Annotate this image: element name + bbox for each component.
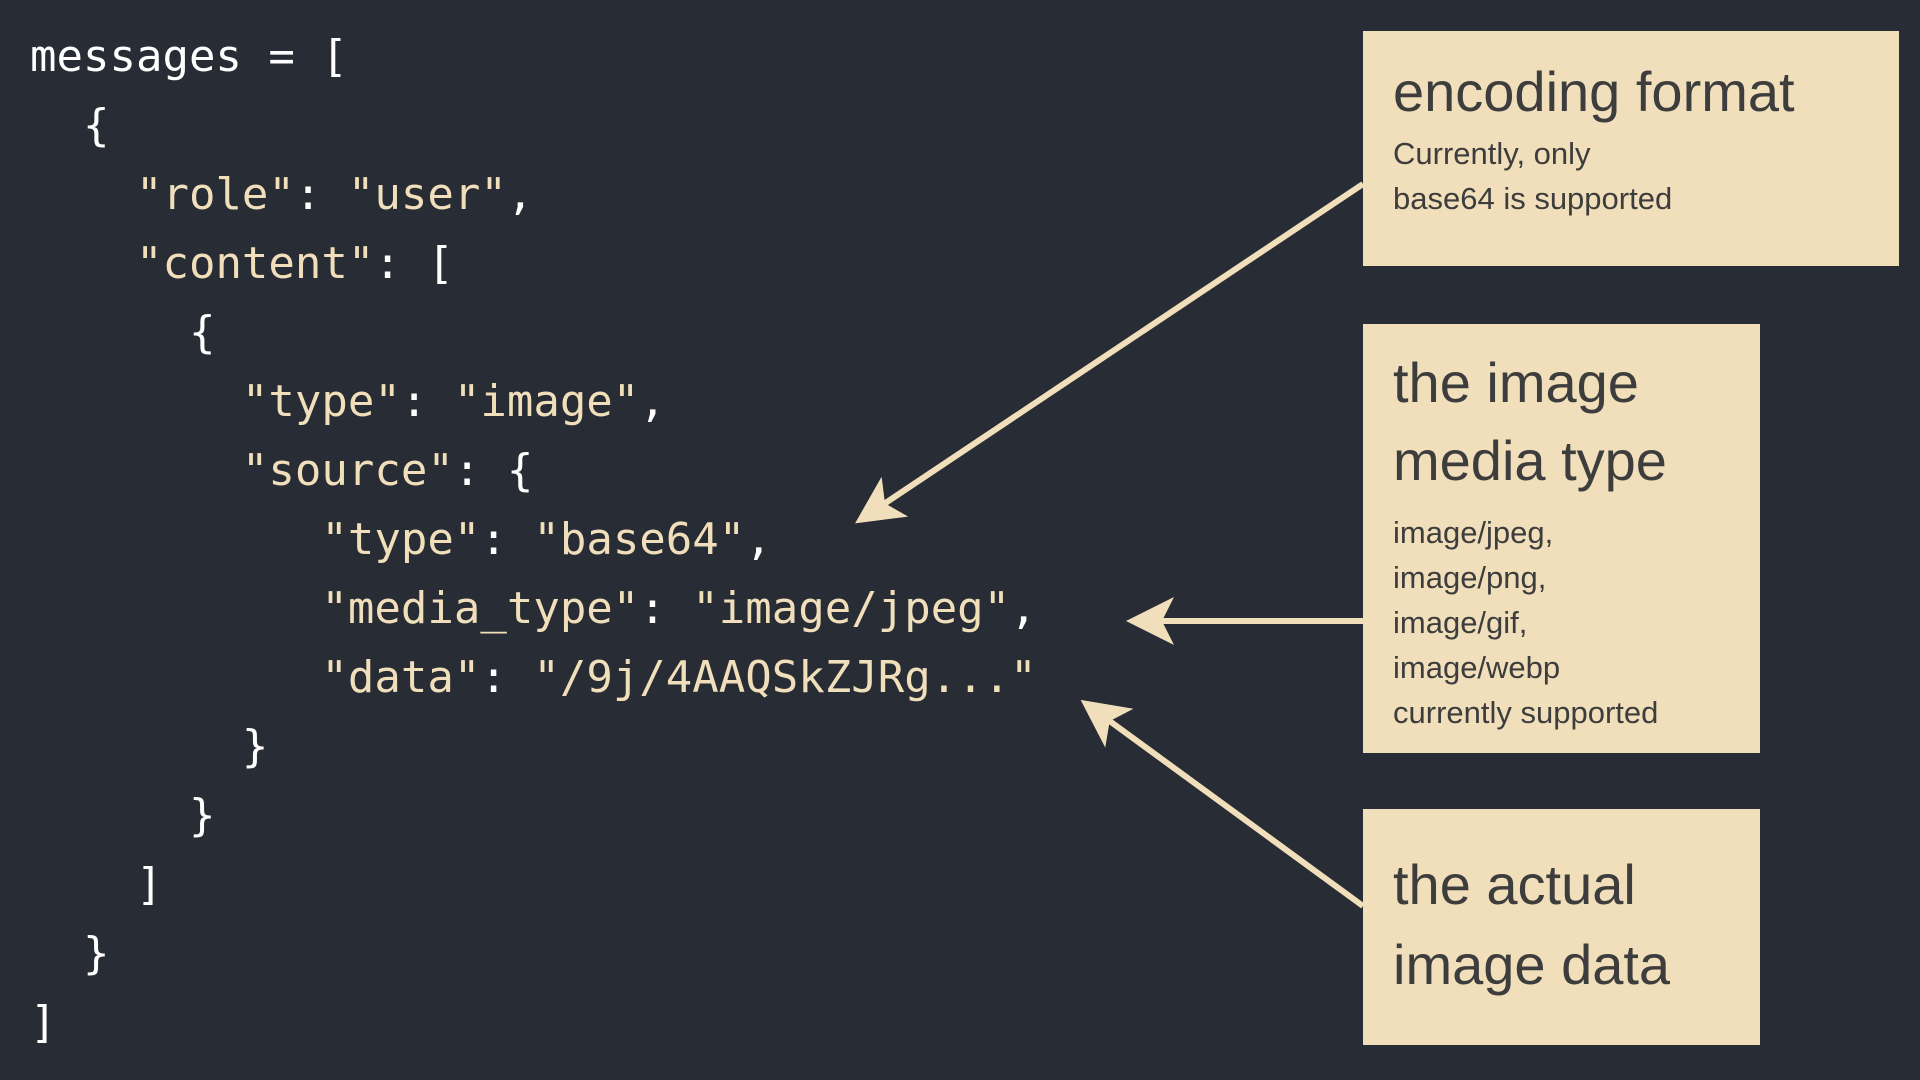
code-line: "source": {: [30, 436, 1037, 505]
arrow-image-data: [1080, 699, 1365, 909]
code-line: ]: [30, 988, 1037, 1057]
code-token: messages = [: [30, 31, 348, 82]
annotation-title: the image: [1393, 351, 1639, 414]
annotation-desc: currently supported: [1393, 695, 1659, 730]
code-token: ,: [506, 169, 534, 220]
code-line: "content": [: [30, 229, 1037, 298]
code-line: }: [30, 781, 1037, 850]
code-line: "type": "image",: [30, 367, 1037, 436]
code-token: :: [639, 583, 693, 634]
annotation-desc: image/gif,: [1393, 605, 1528, 640]
code-token: ]: [30, 859, 163, 910]
code-token: }: [30, 928, 110, 979]
code-string-token: "data": [321, 652, 481, 703]
annotation-desc: base64 is supported: [1393, 181, 1673, 216]
code-string-token: "user": [347, 169, 507, 220]
annotation-desc: Currently, only: [1393, 136, 1591, 171]
code-string-token: "role": [135, 169, 295, 220]
code-token: }: [30, 721, 269, 772]
annotation-title: image data: [1393, 933, 1671, 996]
annotation-title: media type: [1393, 429, 1667, 492]
code-token: :: [400, 376, 454, 427]
code-line: "data": "/9j/4AAQSkZJRg...": [30, 643, 1037, 712]
code-token: ]: [30, 997, 57, 1048]
code-string-token: "type": [321, 514, 481, 565]
code-line: "role": "user",: [30, 160, 1037, 229]
code-string-token: "base64": [533, 514, 746, 565]
annotation-media-type: the image media type image/jpeg, image/p…: [1363, 324, 1760, 753]
annotation-title: encoding format: [1393, 60, 1795, 123]
code-string-token: "/9j/4AAQSkZJRg...": [533, 652, 1037, 703]
code-line: messages = [: [30, 22, 1037, 91]
code-line: "media_type": "image/jpeg",: [30, 574, 1037, 643]
code-token: : {: [453, 445, 534, 496]
code-token: :: [480, 514, 534, 565]
annotation-desc: image/webp: [1393, 650, 1561, 685]
code-line: }: [30, 919, 1037, 988]
code-block: messages = [ { "role": "user", "content"…: [30, 22, 1037, 1057]
code-line: "type": "base64",: [30, 505, 1037, 574]
code-token: ,: [1010, 583, 1037, 634]
annotation-title: the actual: [1393, 853, 1636, 916]
code-line: {: [30, 298, 1037, 367]
code-line: }: [30, 712, 1037, 781]
code-token: }: [30, 790, 216, 841]
arrow-encoding-format: [855, 181, 1365, 524]
annotation-desc: image/jpeg,: [1393, 515, 1554, 550]
code-line: ]: [30, 850, 1037, 919]
code-string-token: "image": [453, 376, 640, 427]
code-token: : [: [374, 238, 454, 289]
code-string-token: "content": [135, 238, 375, 289]
annotation-encoding-format: encoding format Currently, only base64 i…: [1363, 31, 1899, 266]
code-string-token: "source": [241, 445, 454, 496]
code-token: {: [30, 307, 216, 358]
code-line: {: [30, 91, 1037, 160]
code-token: {: [30, 100, 110, 151]
annotation-image-data: the actual image data: [1363, 809, 1760, 1045]
annotation-desc: image/png,: [1393, 560, 1547, 595]
code-token: :: [294, 169, 348, 220]
code-string-token: "media_type": [321, 583, 640, 634]
code-string-token: "type": [241, 376, 401, 427]
code-token: ,: [745, 514, 772, 565]
code-token: :: [480, 652, 534, 703]
code-string-token: "image/jpeg": [692, 583, 1011, 634]
code-token: ,: [639, 376, 666, 427]
